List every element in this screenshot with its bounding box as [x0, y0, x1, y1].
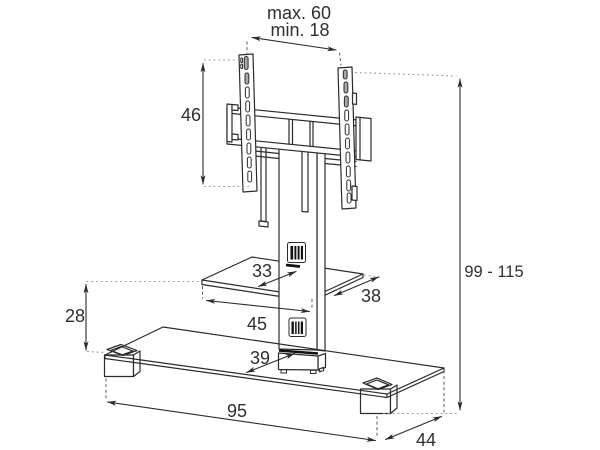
label-shelf-width: 45: [247, 314, 267, 334]
label-column-base-depth: 39: [250, 348, 270, 368]
dim-shelf-width: 45: [202, 286, 313, 334]
dim-column-base-depth: 39: [245, 348, 296, 374]
dim-shelf-height: 28: [65, 280, 201, 354]
label-shelf-depth: 38: [361, 286, 381, 306]
dim-bracket-height: 46: [181, 59, 251, 188]
label-base-width: 95: [227, 401, 247, 421]
label-mount-width-min: min. 18: [270, 20, 329, 40]
label-shelf-height: 28: [65, 306, 85, 326]
base-foot-left: [103, 343, 141, 378]
label-total-height: 99 - 115: [464, 263, 523, 281]
dim-base-width: 95: [105, 378, 378, 442]
cable-grille-bottom: [288, 317, 307, 337]
label-shelf-front-depth: 33: [252, 261, 272, 281]
label-bracket-height: 46: [181, 105, 201, 125]
vesa-bracket-left: [238, 53, 258, 193]
dim-mount-width: max. 60 min. 18: [246, 3, 342, 66]
shelf-clamp: [285, 263, 301, 268]
dim-base-depth: 44: [384, 370, 445, 450]
column-pedestal: [277, 349, 327, 374]
label-base-depth: 44: [416, 430, 436, 450]
vesa-bracket-right: [337, 66, 358, 210]
dimension-annotations: max. 60 min. 18 46 99 - 115 33 38: [65, 3, 524, 450]
dim-total-height: 99 - 115: [354, 71, 524, 415]
dim-shelf-front-depth: 33: [252, 261, 297, 288]
dim-shelf-depth: 38: [333, 274, 382, 306]
label-mount-width-max: max. 60: [267, 3, 331, 23]
cable-grille-top: [287, 242, 306, 263]
